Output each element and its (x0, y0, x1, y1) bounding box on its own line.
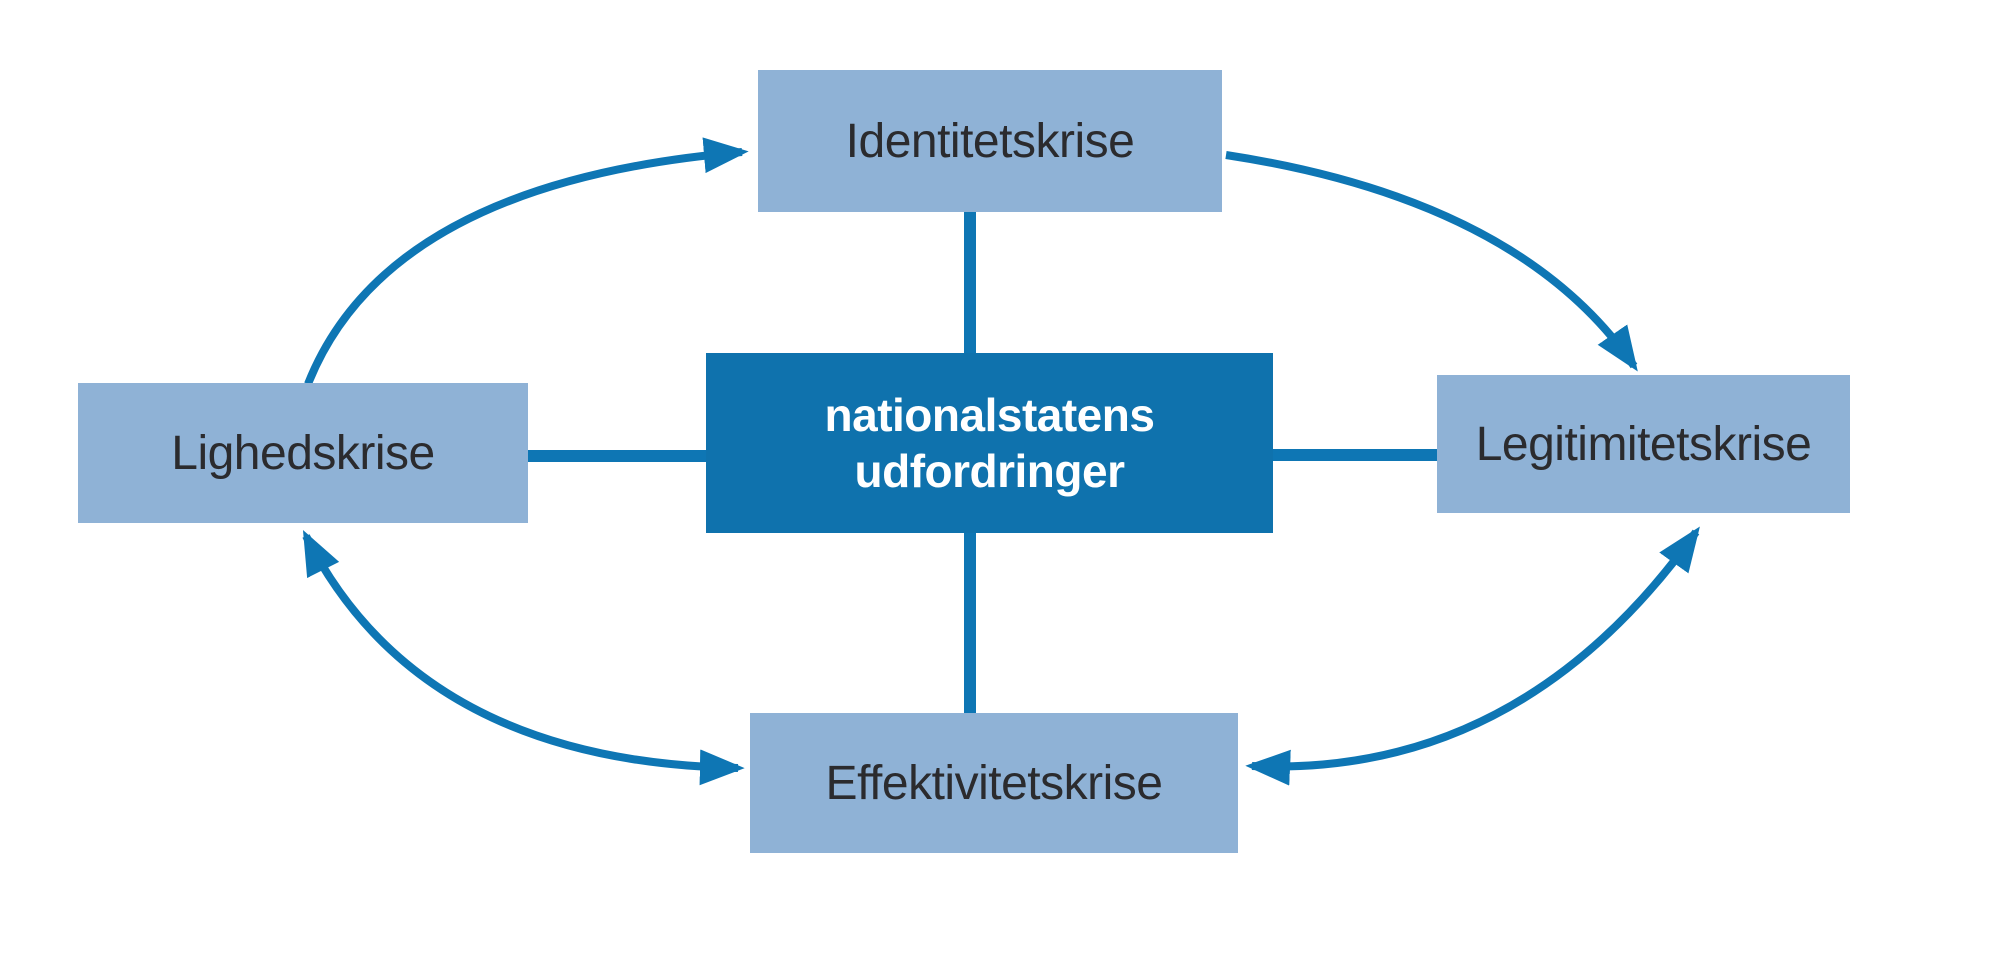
node-lighedskrise: Lighedskrise (78, 383, 528, 523)
arc-lighedskrise-effektivitetskrise-bidirectional (302, 530, 745, 786)
node-lighedskrise-label: Lighedskrise (171, 426, 435, 480)
arc-lighedskrise-to-identitetskrise (304, 137, 749, 386)
node-effektivitetskrise: Effektivitetskrise (750, 713, 1238, 853)
arc-identitetskrise-to-legitimitetskrise (1225, 151, 1638, 372)
node-nationalstatens-udfordringer: nationalstatens udfordringer (706, 353, 1273, 533)
node-identitetskrise: Identitetskrise (758, 70, 1222, 212)
node-identitetskrise-label: Identitetskrise (845, 114, 1135, 168)
node-legitimitetskrise: Legitimitetskrise (1437, 375, 1850, 513)
node-center-label: nationalstatens udfordringer (825, 387, 1155, 499)
arc-effektivitetskrise-legitimitetskrise-bidirectional (1245, 526, 1700, 786)
node-legitimitetskrise-label: Legitimitetskrise (1475, 417, 1812, 471)
node-center-label-line1: nationalstatens (824, 389, 1155, 441)
node-effektivitetskrise-label: Effektivitetskrise (825, 756, 1163, 810)
node-center-label-line2: udfordringer (854, 445, 1125, 497)
